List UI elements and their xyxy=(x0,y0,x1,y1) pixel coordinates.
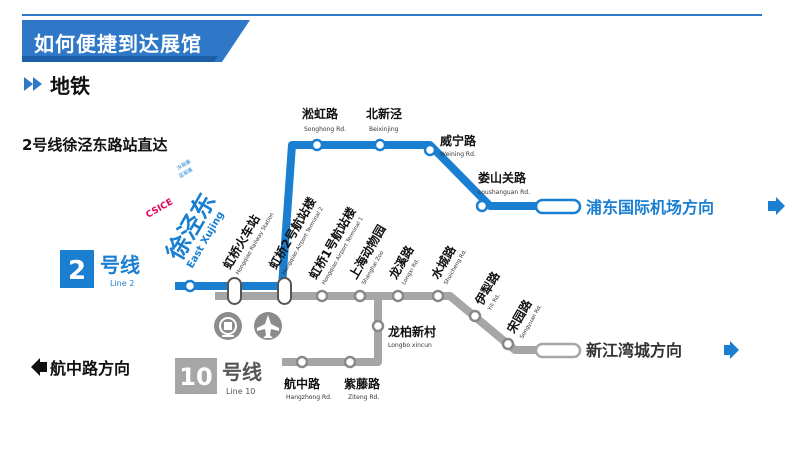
line2-label-en: Line 2 xyxy=(110,279,134,288)
section-banner: 如何便捷到达展馆 xyxy=(22,20,250,62)
xinjiangwan-terminal xyxy=(534,342,582,359)
metro-map-canvas: 2号线徐泾东路站直达 淞虹路 Songhong Rd. 北新泾 xyxy=(22,106,785,401)
line2-badge: 2 号线 Line 2 xyxy=(60,250,140,288)
line2-top-labels: 淞虹路 Songhong Rd. 北新泾 Beixinjing 威宁路 Wein… xyxy=(302,106,530,196)
line2-label-cn: 号线 xyxy=(100,253,140,277)
hongqiao-railway-interchange xyxy=(227,277,242,305)
line10-number: 10 xyxy=(179,363,212,391)
station-yili: 伊犁路 xyxy=(471,268,503,308)
line10-badge: 10 号线 Line 10 xyxy=(175,358,262,396)
double-arrow-icon xyxy=(24,77,42,91)
right-arrow-icon xyxy=(724,341,739,359)
direction-hangzhong-text: 航中路方向 xyxy=(50,359,130,378)
direction-xinjiangwan: 新江湾城方向 xyxy=(586,341,739,360)
right-arrow-icon xyxy=(768,197,785,215)
station-weining-en: Weining Rd. xyxy=(440,151,476,158)
station-ziteng-en: Ziteng Rd. xyxy=(348,394,379,401)
railway-station-icon xyxy=(214,312,242,340)
station-longbo-en: Longbo xincun xyxy=(388,342,432,349)
station-hangzhong-en: Hangzhong Rd. xyxy=(286,394,332,401)
section-title: 如何便捷到达展馆 xyxy=(34,32,202,56)
station-longbo: 龙柏新村 xyxy=(388,324,436,339)
station-beixinjing-en: Beixinjing xyxy=(369,126,399,133)
line10-branch-labels: 龙柏新村 Longbo xincun 航中路 Hangzhong Rd. 紫藤路… xyxy=(284,324,436,401)
direction-hangzhong: 航中路方向 xyxy=(31,358,130,378)
subsection-header: 地铁 xyxy=(24,72,90,98)
station-ziteng: 紫藤路 xyxy=(344,376,381,391)
direction-xinjiangwan-text: 新江湾城方向 xyxy=(586,341,682,360)
station-loushanguan: 娄山关路 xyxy=(478,170,527,185)
banner-shape xyxy=(22,20,250,62)
metro-map: 2号线徐泾东路站直达 淞虹路 Songhong Rd. 北新泾 xyxy=(20,100,790,420)
airport-icon xyxy=(254,312,282,340)
subsection-title: 地铁 xyxy=(50,73,90,98)
direction-pudong-text: 浦东国际机场方向 xyxy=(586,198,714,217)
station-songhong: 淞虹路 xyxy=(302,106,339,121)
station-hangzhong: 航中路 xyxy=(284,376,321,391)
map-headline: 2号线徐泾东路站直达 xyxy=(22,136,167,154)
line10-label-cn: 号线 xyxy=(222,360,262,384)
station-loushanguan-en: Loushanguan Rd. xyxy=(478,189,530,196)
line10-label-en: Line 10 xyxy=(226,387,255,396)
line2-station-dots xyxy=(183,138,489,293)
station-beixinjing: 北新泾 xyxy=(366,106,402,121)
direction-pudong: 浦东国际机场方向 xyxy=(586,197,785,217)
terminal2-interchange xyxy=(277,277,292,305)
csice-logo-letters: CSICE xyxy=(145,197,175,220)
station-weining: 威宁路 xyxy=(440,133,477,148)
header-rule xyxy=(22,14,762,16)
left-arrow-icon xyxy=(31,358,47,376)
line10-station-dots xyxy=(295,289,515,369)
csice-logo: CSICE xyxy=(145,197,175,220)
station-songhong-en: Songhong Rd. xyxy=(304,126,346,133)
line2-number: 2 xyxy=(68,256,86,286)
pudong-terminal xyxy=(534,198,582,215)
